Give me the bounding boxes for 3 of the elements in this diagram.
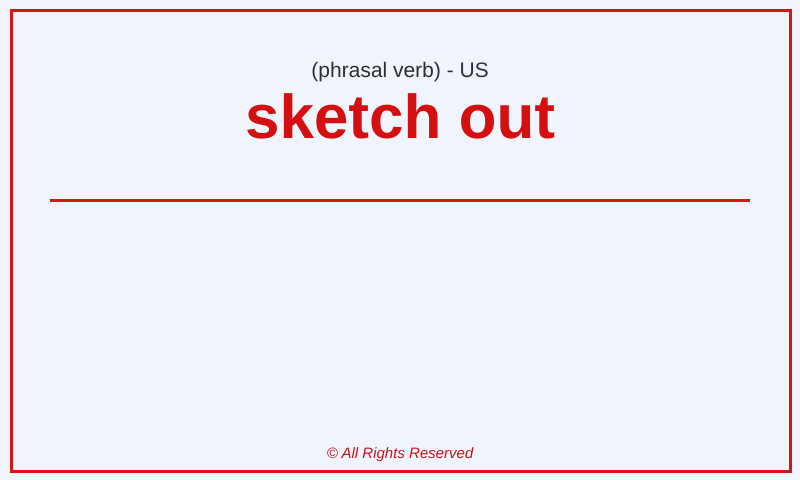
copyright-footer: © All Rights Reserved [326, 445, 474, 462]
headword-title: sketch out [244, 83, 556, 152]
part-of-speech-label: (phrasal verb) - US [311, 59, 489, 82]
